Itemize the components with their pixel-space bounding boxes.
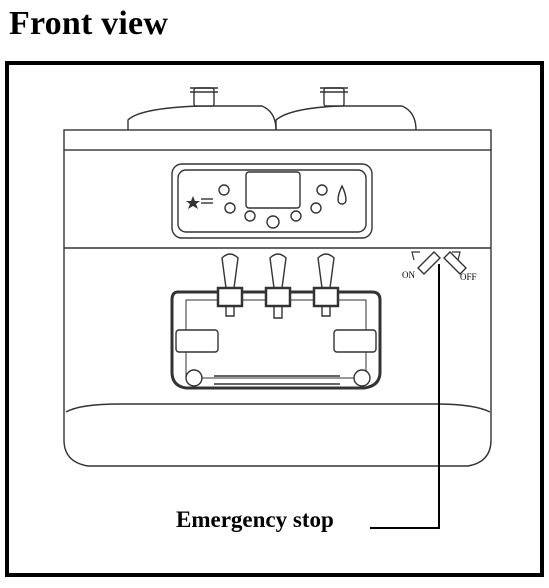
control-panel bbox=[171, 163, 373, 239]
drip-tray bbox=[65, 403, 491, 413]
emergency-stop-switch bbox=[411, 251, 467, 275]
machine-body bbox=[63, 150, 492, 467]
hopper-lid-right bbox=[275, 87, 417, 131]
hopper-lid-left bbox=[127, 87, 277, 131]
dispensing-handle-middle bbox=[269, 253, 287, 289]
dispensing-handle-left bbox=[221, 253, 239, 289]
page-title: Front view bbox=[9, 5, 169, 42]
emergency-stop-label: Emergency stop bbox=[176, 507, 334, 532]
callout-leader-line bbox=[370, 264, 440, 529]
dispensing-handle-right bbox=[317, 253, 335, 289]
display-screen bbox=[245, 171, 301, 209]
switch-on-label: ON bbox=[402, 270, 415, 280]
dispensing-door bbox=[170, 286, 382, 390]
machine-top-panel bbox=[63, 129, 492, 151]
switch-off-label: OFF bbox=[460, 272, 477, 282]
